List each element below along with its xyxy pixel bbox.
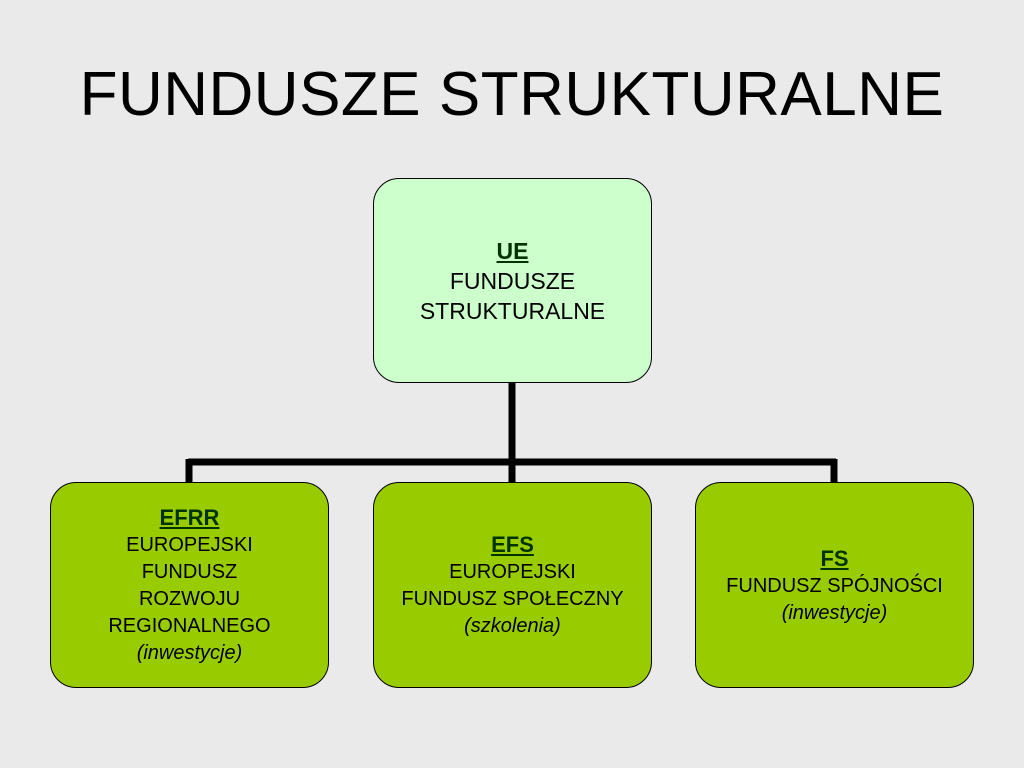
node-efs-abbr: EFS [491,532,534,557]
node-efrr: EFRR EUROPEJSKI FUNDUSZ ROZWOJU REGIONAL… [50,482,329,688]
node-efs: EFS EUROPEJSKI FUNDUSZ SPOŁECZNY (szkole… [373,482,652,688]
node-fs: FS FUNDUSZ SPÓJNOŚCI (inwestycje) [695,482,974,688]
slide-title: FUNDUSZE STRUKTURALNE [79,60,945,129]
node-efrr-note: (inwestycje) [136,642,243,664]
node-fs-abbr: FS [820,545,849,571]
node-efs-note: (szkolenia) [464,615,561,637]
node-ue-abbr: UE [496,237,529,264]
node-ue-desc: FUNDUSZE STRUKTURALNE [419,267,606,324]
node-fs-note: (inwestycje) [781,601,888,624]
node-efrr-abbr: EFRR [159,505,220,530]
node-efrr-desc: EUROPEJSKI FUNDUSZ ROZWOJU REGIONALNEGO [108,534,271,637]
node-efs-desc: EUROPEJSKI FUNDUSZ SPOŁECZNY [401,561,624,610]
node-fs-desc: FUNDUSZ SPÓJNOŚCI [726,574,943,597]
node-ue: UE FUNDUSZE STRUKTURALNE [373,178,652,383]
